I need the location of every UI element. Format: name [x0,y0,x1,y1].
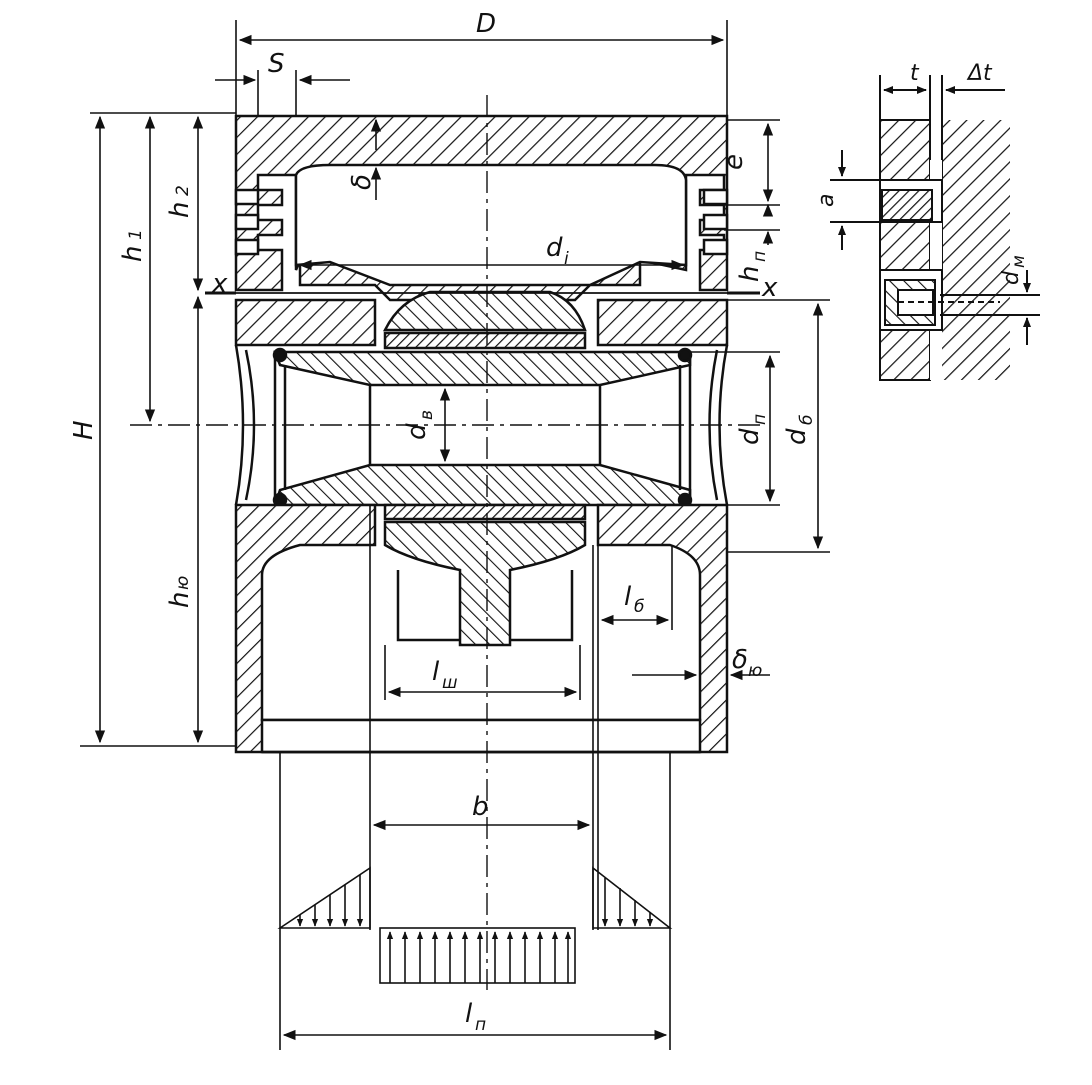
label-dp: d [735,428,765,445]
label-delta-t: Δt [966,61,993,86]
label-t: t [910,61,920,86]
pin-boss-upper [234,290,729,350]
label-db-sub: б [797,415,817,425]
dimension-lines [80,20,830,1050]
label-lsh-sub: ш [442,673,458,693]
label-lp: l [465,999,473,1029]
label-hu: h [165,592,195,608]
pressure-distribution [277,866,673,984]
label-lp-sub: п [475,1015,486,1035]
label-S: S [268,49,285,79]
piston-crown [234,114,729,302]
label-e: e [719,154,749,170]
label-delta-u: δ [732,645,748,675]
label-D: D [476,9,496,39]
label-hp-sub: п [750,251,770,262]
label-dv-sub: в [417,410,437,420]
label-lsh: l [432,657,440,687]
label-lb: l [624,582,632,612]
label-x-left: x [211,269,228,299]
label-h1-sub: 1 [126,229,146,240]
label-h2: h [165,202,195,218]
label-db: d [782,428,812,445]
label-dp-sub: п [750,414,770,425]
label-hu-sub: ю [173,576,193,590]
label-dv: d [402,423,432,440]
piston-skirt [234,503,729,754]
label-a: a [814,194,839,207]
label-hp: h [735,266,765,282]
label-di-sub: i [564,249,569,269]
label-h2-sub: 2 [173,185,193,196]
label-di: d [546,233,563,263]
label-delta-u-sub: ю [748,661,762,681]
piston-pin [272,347,693,508]
label-x-right: x [761,273,778,303]
label-dm-sub: м [1009,255,1029,268]
label-dm: d [999,270,1024,285]
ring-groove-detail [830,75,1040,381]
label-h1: h [118,246,148,262]
label-H: H [69,420,99,440]
label-lb-sub: б [634,597,644,617]
dimension-labels: D S δ e h 1 h 2 d i h п x x H d в d п d … [69,9,1029,1035]
label-delta: δ [347,174,377,190]
label-b: b [472,792,489,822]
